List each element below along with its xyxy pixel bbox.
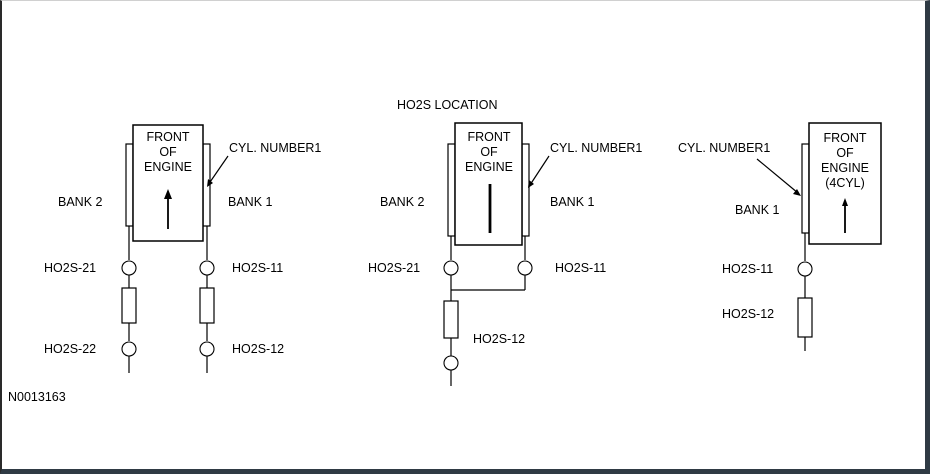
sensor-ho2s-11 xyxy=(797,261,813,277)
diagram-center: FRONT OF ENGINE CYL. NUMBER1 BANK 2 BANK… xyxy=(368,122,642,386)
catalyst xyxy=(443,300,459,339)
catalyst-bank1 xyxy=(199,287,215,324)
label-ho2s-12: HO2S-12 xyxy=(722,307,774,321)
bank-label: BANK 1 xyxy=(735,203,780,217)
sensor-ho2s-22 xyxy=(121,341,137,357)
engine-label-line-2: OF xyxy=(480,145,498,159)
ho2s-location-diagram: HO2S LOCATION FRONT OF ENGINE CYL. NUMBE… xyxy=(8,98,882,404)
label-ho2s-21: HO2S-21 xyxy=(368,261,420,275)
diagram-right: FRONT OF ENGINE (4CYL) CYL. NUMBER1 BANK… xyxy=(678,122,882,351)
engine-label-line-1: FRONT xyxy=(823,131,866,145)
sensor-ho2s-12 xyxy=(199,341,215,357)
sensor-ho2s-11 xyxy=(517,260,533,276)
engine-label-line-3: ENGINE xyxy=(821,161,869,175)
sensor-ho2s-11 xyxy=(199,260,215,276)
bank-right-label: BANK 1 xyxy=(550,195,595,209)
engine-label-line-3: ENGINE xyxy=(465,160,513,174)
label-ho2s-12: HO2S-12 xyxy=(473,332,525,346)
cyl-pointer xyxy=(207,155,229,186)
engine-label-line-2: OF xyxy=(836,146,854,160)
bank-left-label: BANK 2 xyxy=(58,195,103,209)
engine-block xyxy=(808,122,882,245)
cylinder-label: CYL. NUMBER1 xyxy=(550,141,642,155)
sensor-ho2s-21 xyxy=(121,260,137,276)
front-arrow-head xyxy=(842,198,848,206)
figure-id: N0013163 xyxy=(8,390,66,404)
diagram-title: HO2S LOCATION xyxy=(397,98,497,112)
bank-right-label: BANK 1 xyxy=(228,195,273,209)
cylinder-label: CYL. NUMBER1 xyxy=(678,141,770,155)
engine-label-line-1: FRONT xyxy=(146,130,189,144)
catalyst-bank2 xyxy=(121,287,137,324)
engine-label-line-4: (4CYL) xyxy=(825,176,865,190)
bank1-rail xyxy=(521,143,530,237)
label-ho2s-21: HO2S-21 xyxy=(44,261,96,275)
cyl-pointer xyxy=(529,155,550,186)
diagram-left: FRONT OF ENGINE CYL. NUMBER1 BANK 2 BANK… xyxy=(44,124,321,373)
sensor-ho2s-21 xyxy=(443,260,459,276)
catalyst xyxy=(797,297,813,338)
sensor-ho2s-12 xyxy=(443,355,459,371)
bank1-rail xyxy=(801,143,810,234)
engine-block xyxy=(454,122,523,246)
label-ho2s-11: HO2S-11 xyxy=(722,262,773,276)
cylinder-label: CYL. NUMBER1 xyxy=(229,141,321,155)
front-arrow-head xyxy=(164,189,172,199)
label-ho2s-11: HO2S-11 xyxy=(555,261,606,275)
cyl-pointer xyxy=(756,158,799,194)
engine-label-line-1: FRONT xyxy=(467,130,510,144)
engine-label-line-3: ENGINE xyxy=(144,160,192,174)
label-ho2s-11: HO2S-11 xyxy=(232,261,283,275)
engine-label-line-2: OF xyxy=(159,145,177,159)
bank2-rail xyxy=(447,143,456,237)
label-ho2s-22: HO2S-22 xyxy=(44,342,96,356)
bank2-rail xyxy=(125,143,134,227)
bank-left-label: BANK 2 xyxy=(380,195,425,209)
label-ho2s-12: HO2S-12 xyxy=(232,342,284,356)
